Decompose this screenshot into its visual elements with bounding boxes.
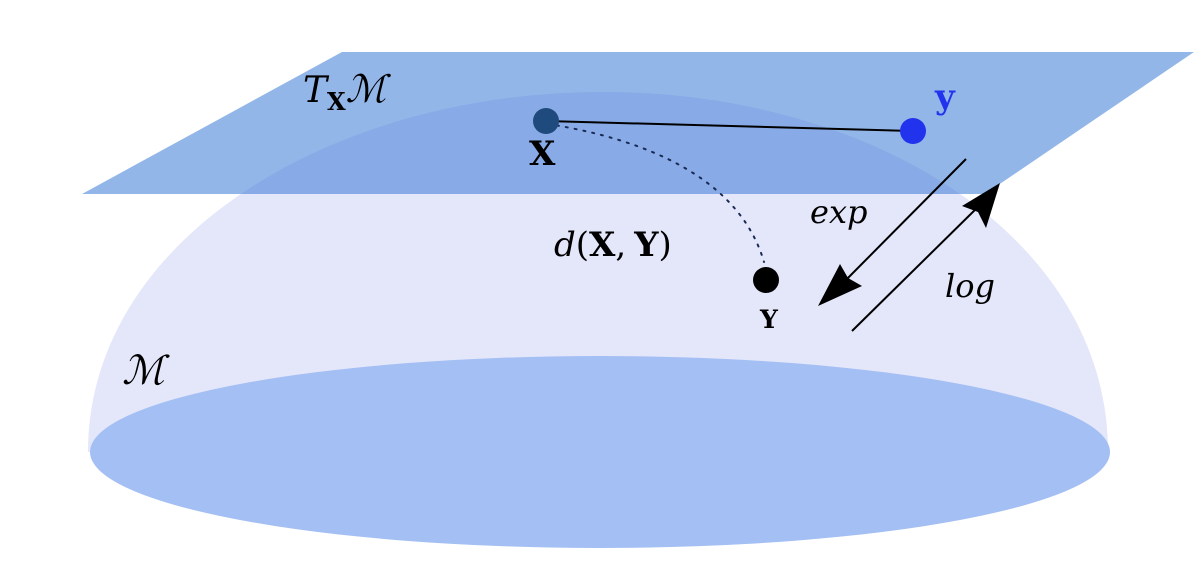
log-label: log [945, 267, 995, 305]
exp-arrow-head [818, 264, 862, 306]
manifold-label: ℳ [122, 348, 170, 394]
point-y [900, 118, 926, 144]
distance-label: d(X,Y) [554, 225, 672, 265]
point-Y-label: Y [759, 305, 779, 334]
point-X-label: X [529, 134, 556, 174]
tangent-space-label: TXℳ [303, 67, 392, 116]
exp-label: exp [810, 193, 867, 231]
exp-arrow-shaft [837, 158, 967, 289]
point-X [533, 108, 559, 134]
log-arrow-shaft [851, 202, 983, 332]
geodesic-curve [547, 123, 765, 263]
manifold-base-ellipse [90, 356, 1110, 548]
log-arrow-head [962, 183, 1000, 228]
point-Y [753, 267, 779, 293]
tangent-vector-line [545, 120, 914, 132]
point-y-label: y [934, 77, 956, 117]
